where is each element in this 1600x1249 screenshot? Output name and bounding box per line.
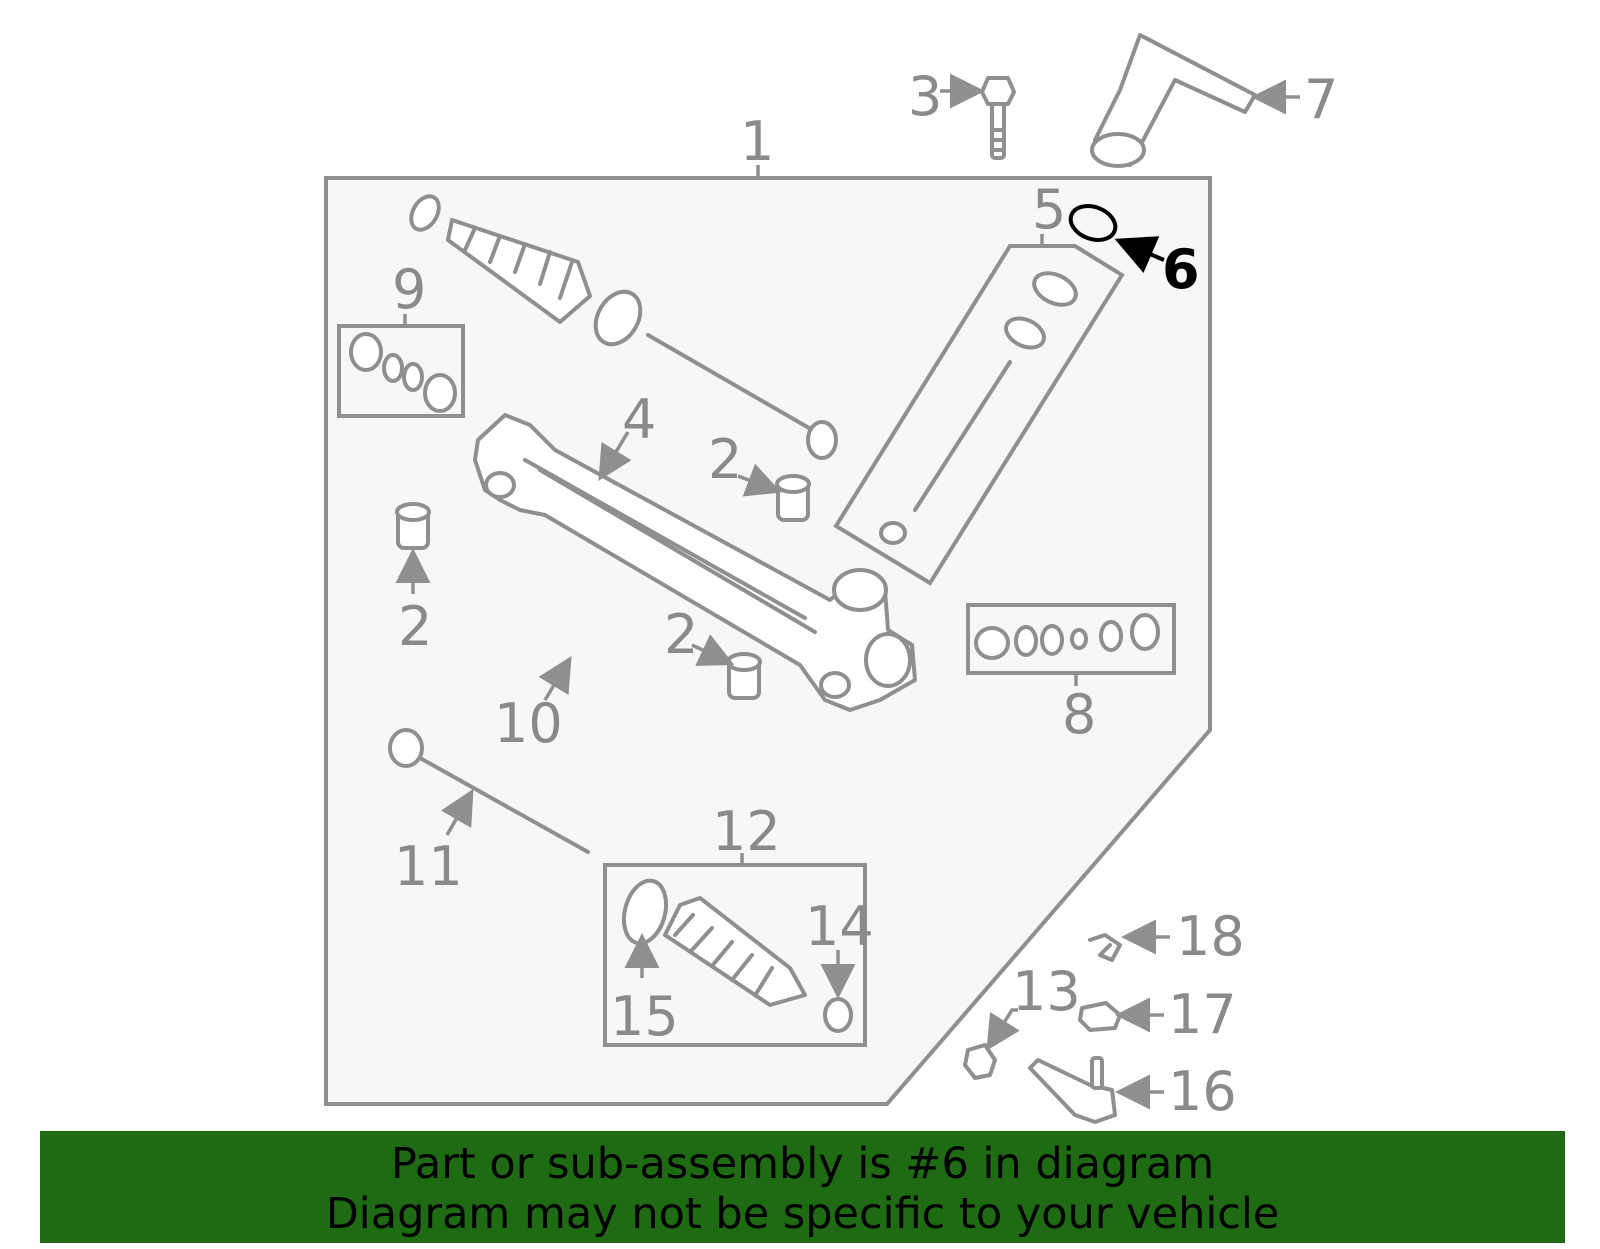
notice-line-1: Part or sub-assembly is #6 in diagram xyxy=(390,1139,1215,1189)
seal-kit-box xyxy=(337,324,465,418)
callout-7[interactable]: 7 xyxy=(1304,68,1338,131)
callout-1[interactable]: 1 xyxy=(740,110,774,173)
nut-12-icon xyxy=(963,1043,997,1080)
callout-2-a[interactable]: 2 xyxy=(708,428,742,491)
notice-line-2: Diagram may not be specific to your vehi… xyxy=(325,1189,1280,1239)
boot-kit-box xyxy=(603,863,867,1047)
callout-10[interactable]: 10 xyxy=(494,692,563,755)
pinion-shaft-icon xyxy=(879,271,1078,545)
callout-14[interactable]: 14 xyxy=(805,895,874,958)
bushing-icon xyxy=(395,474,811,700)
callout-9[interactable]: 9 xyxy=(392,258,426,321)
o-ring-icon[interactable] xyxy=(1066,200,1120,246)
callout-4[interactable]: 4 xyxy=(622,388,656,451)
callout-13[interactable]: 12 xyxy=(712,800,781,863)
callout-6-highlighted[interactable]: 6 xyxy=(1162,238,1200,301)
boot-icon xyxy=(409,194,838,460)
seal-kit-8-icon xyxy=(974,613,1160,660)
callout-17[interactable]: 17 xyxy=(1168,983,1237,1046)
pinion-kit-box xyxy=(833,244,1125,586)
seal-rings-icon xyxy=(349,332,457,413)
seal-kit-8-box xyxy=(966,603,1176,675)
tie-rod-end-icon xyxy=(1028,1056,1117,1124)
callout-3[interactable]: 3 xyxy=(908,65,942,128)
callout-16[interactable]: 16 xyxy=(1168,1060,1237,1123)
clip-icon xyxy=(1088,933,1122,962)
rack-housing-icon xyxy=(473,413,917,712)
notice-banner: Part or sub-assembly is #6 in diagram Di… xyxy=(40,1131,1565,1243)
boot-kit-icon xyxy=(621,878,853,1033)
nut-17-icon xyxy=(1078,1001,1122,1032)
callout-2-c[interactable]: 2 xyxy=(664,603,698,666)
inner-tie-rod-icon xyxy=(388,728,590,854)
callout-12[interactable]: 13 xyxy=(1012,960,1081,1023)
callout-11[interactable]: 11 xyxy=(394,835,463,898)
bolt-icon xyxy=(980,76,1016,160)
callout-8[interactable]: 8 xyxy=(1062,683,1096,746)
callout-15[interactable]: 15 xyxy=(610,985,679,1048)
callout-5[interactable]: 5 xyxy=(1032,178,1066,241)
callout-18[interactable]: 18 xyxy=(1176,905,1245,968)
callout-2-b[interactable]: 2 xyxy=(398,595,432,658)
cover-boot-icon xyxy=(1090,33,1257,168)
